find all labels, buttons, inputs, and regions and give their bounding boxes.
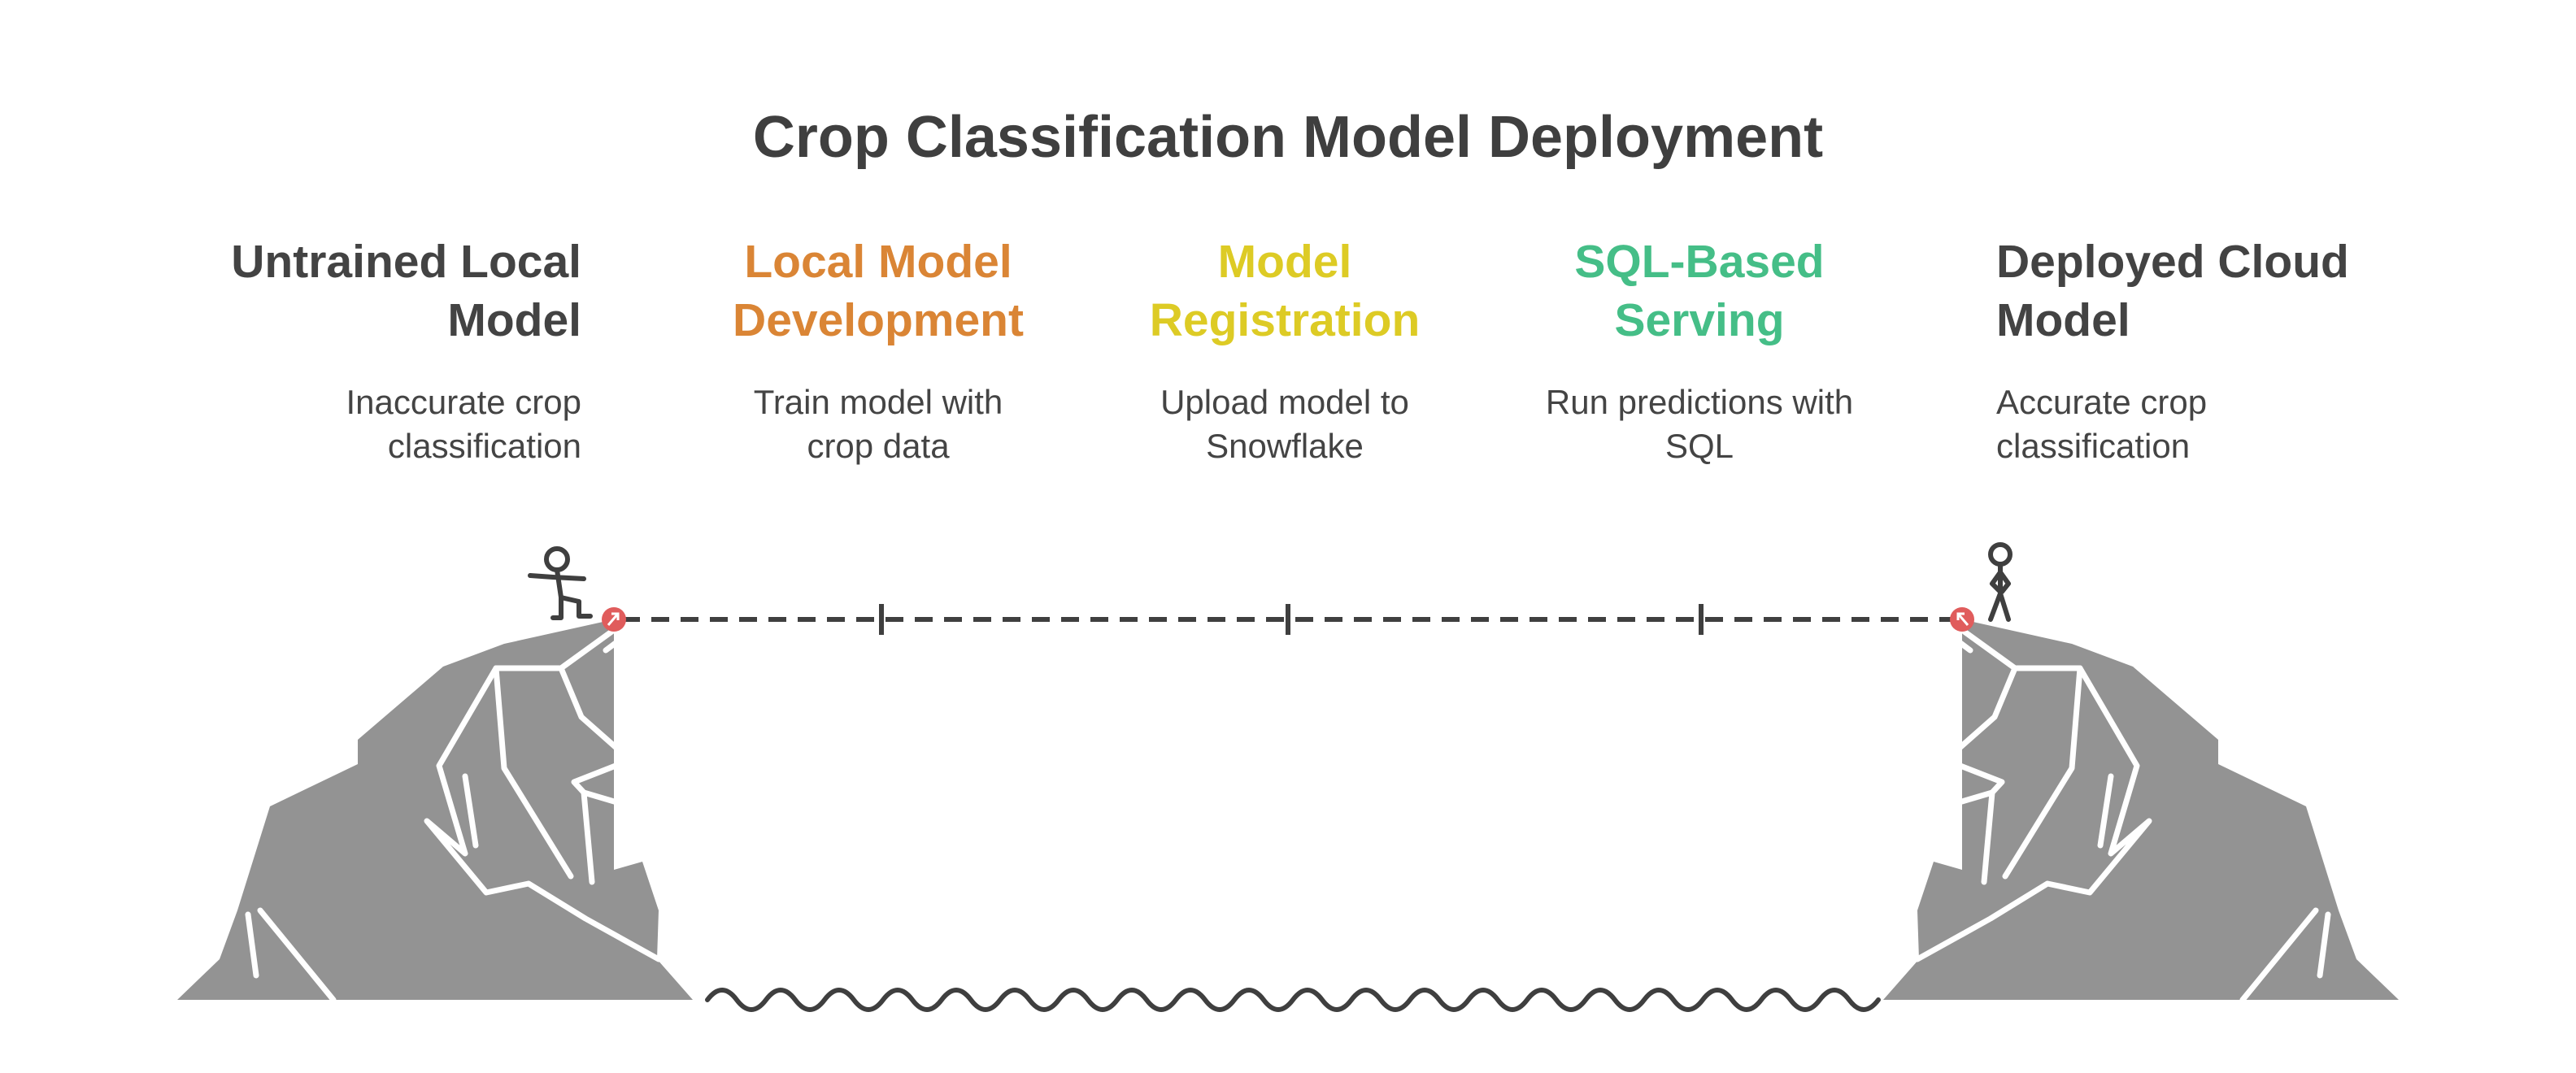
stage-desc-line: classification <box>1996 427 2191 465</box>
stage-description: Inaccurate crop classification <box>163 380 582 468</box>
stage-description: Upload model to Snowflake <box>1081 380 1488 468</box>
stage-untrained-local-model: Untrained Local Model Inaccurate crop cl… <box>163 232 581 468</box>
left-cliff <box>177 619 693 1003</box>
stage-desc-line: Inaccurate crop <box>346 383 582 421</box>
stage-sql-based-serving: SQL-Based Serving Run predictions with S… <box>1488 232 1911 468</box>
stage-desc-line: SQL <box>1664 427 1734 465</box>
stage-desc-line: Accurate crop <box>1996 383 2208 421</box>
stage-desc-line: Upload model to <box>1160 383 1409 421</box>
stick-figure-icon <box>528 546 593 620</box>
stage-title-line: Model <box>1217 236 1352 288</box>
stage-title: Deployed Cloud Model <box>1996 232 2419 350</box>
stage-description: Accurate crop classification <box>1996 380 2419 468</box>
stage-local-model-development: Local Model Development Train model with… <box>675 232 1081 468</box>
stage-title-line: Model <box>1996 294 2130 346</box>
stage-desc-line: Run predictions with <box>1545 383 1854 421</box>
stage-title-line: Model <box>447 294 581 346</box>
right-anchor-point <box>1950 607 1974 632</box>
stage-desc-line: crop data <box>807 427 950 465</box>
left-anchor-point <box>602 607 626 632</box>
stage-model-registration: Model Registration Upload model to Snowf… <box>1081 232 1488 468</box>
stage-title-line: Registration <box>1149 294 1421 346</box>
stage-deployed-cloud-model: Deployed Cloud Model Accurate crop class… <box>1996 232 2419 468</box>
stage-title-line: Deployed Cloud <box>1996 236 2349 288</box>
water-waves <box>705 988 1881 1012</box>
stage-title: Model Registration <box>1081 232 1488 350</box>
stage-title: Untrained Local Model <box>163 232 581 350</box>
diagram-title: Crop Classification Model Deployment <box>752 105 1824 170</box>
stage-title-line: Untrained Local <box>231 236 581 288</box>
stage-desc-line: classification <box>387 427 581 465</box>
stage-title-line: Development <box>733 294 1024 346</box>
stage-title: SQL-Based Serving <box>1488 232 1911 350</box>
stage-title-line: Local Model <box>744 236 1012 288</box>
standing-figure-icon <box>1988 542 2012 622</box>
stage-description: Run predictions with SQL <box>1488 380 1911 468</box>
stage-desc-line: Train model with <box>753 383 1003 421</box>
stage-desc-line: Snowflake <box>1206 427 1364 465</box>
stage-title-line: SQL-Based <box>1574 236 1825 288</box>
stage-title-line: Serving <box>1614 294 1785 346</box>
stage-title: Local Model Development <box>675 232 1081 350</box>
stage-description: Train model with crop data <box>675 380 1081 468</box>
right-cliff <box>1883 619 2399 1003</box>
